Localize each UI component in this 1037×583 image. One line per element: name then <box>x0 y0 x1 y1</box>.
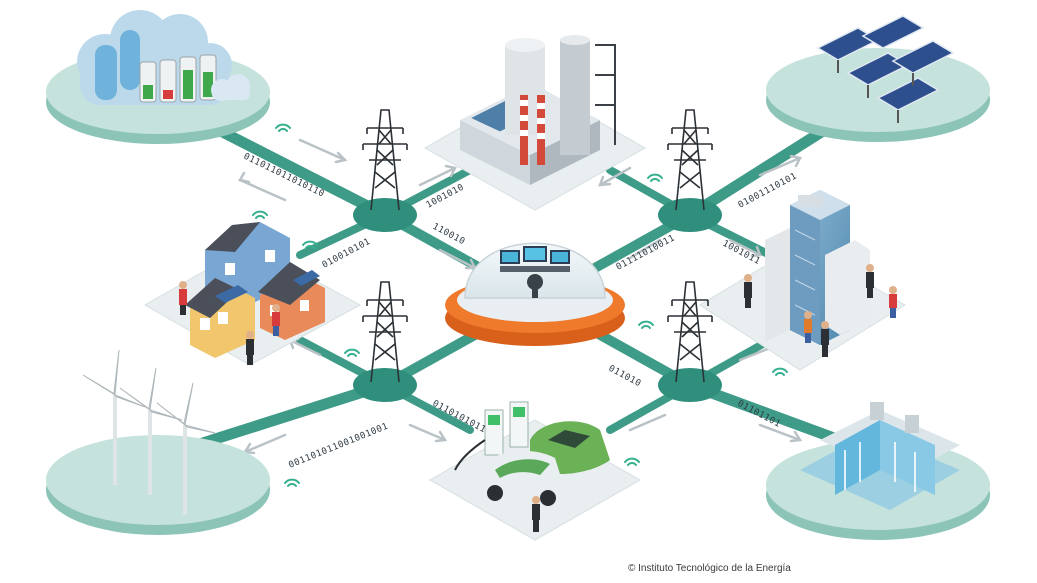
people-figures <box>179 264 897 532</box>
copyright-credit: © Instituto Tecnológico de la Energía <box>628 563 791 574</box>
battery-storage-icon <box>77 10 250 105</box>
platform-solar <box>766 48 990 142</box>
wifi-icon <box>252 123 788 487</box>
data-flow-arrows <box>238 138 803 455</box>
hydro-dam-icon <box>800 402 960 510</box>
transmission-tower-icon <box>362 109 713 383</box>
control-room-icon <box>445 242 625 346</box>
wind-turbine-icon <box>82 349 216 515</box>
platform-wind <box>46 435 270 535</box>
houses-icon <box>185 222 325 358</box>
office-building-icon <box>765 190 870 345</box>
grid-hubs <box>353 198 722 402</box>
ev-charging-icon <box>454 401 610 506</box>
binary-label: 001101011001001001 <box>287 422 390 471</box>
factory-icon <box>460 35 616 185</box>
binary-label: 011010 <box>607 364 643 390</box>
solar-panel-icon <box>816 15 955 123</box>
